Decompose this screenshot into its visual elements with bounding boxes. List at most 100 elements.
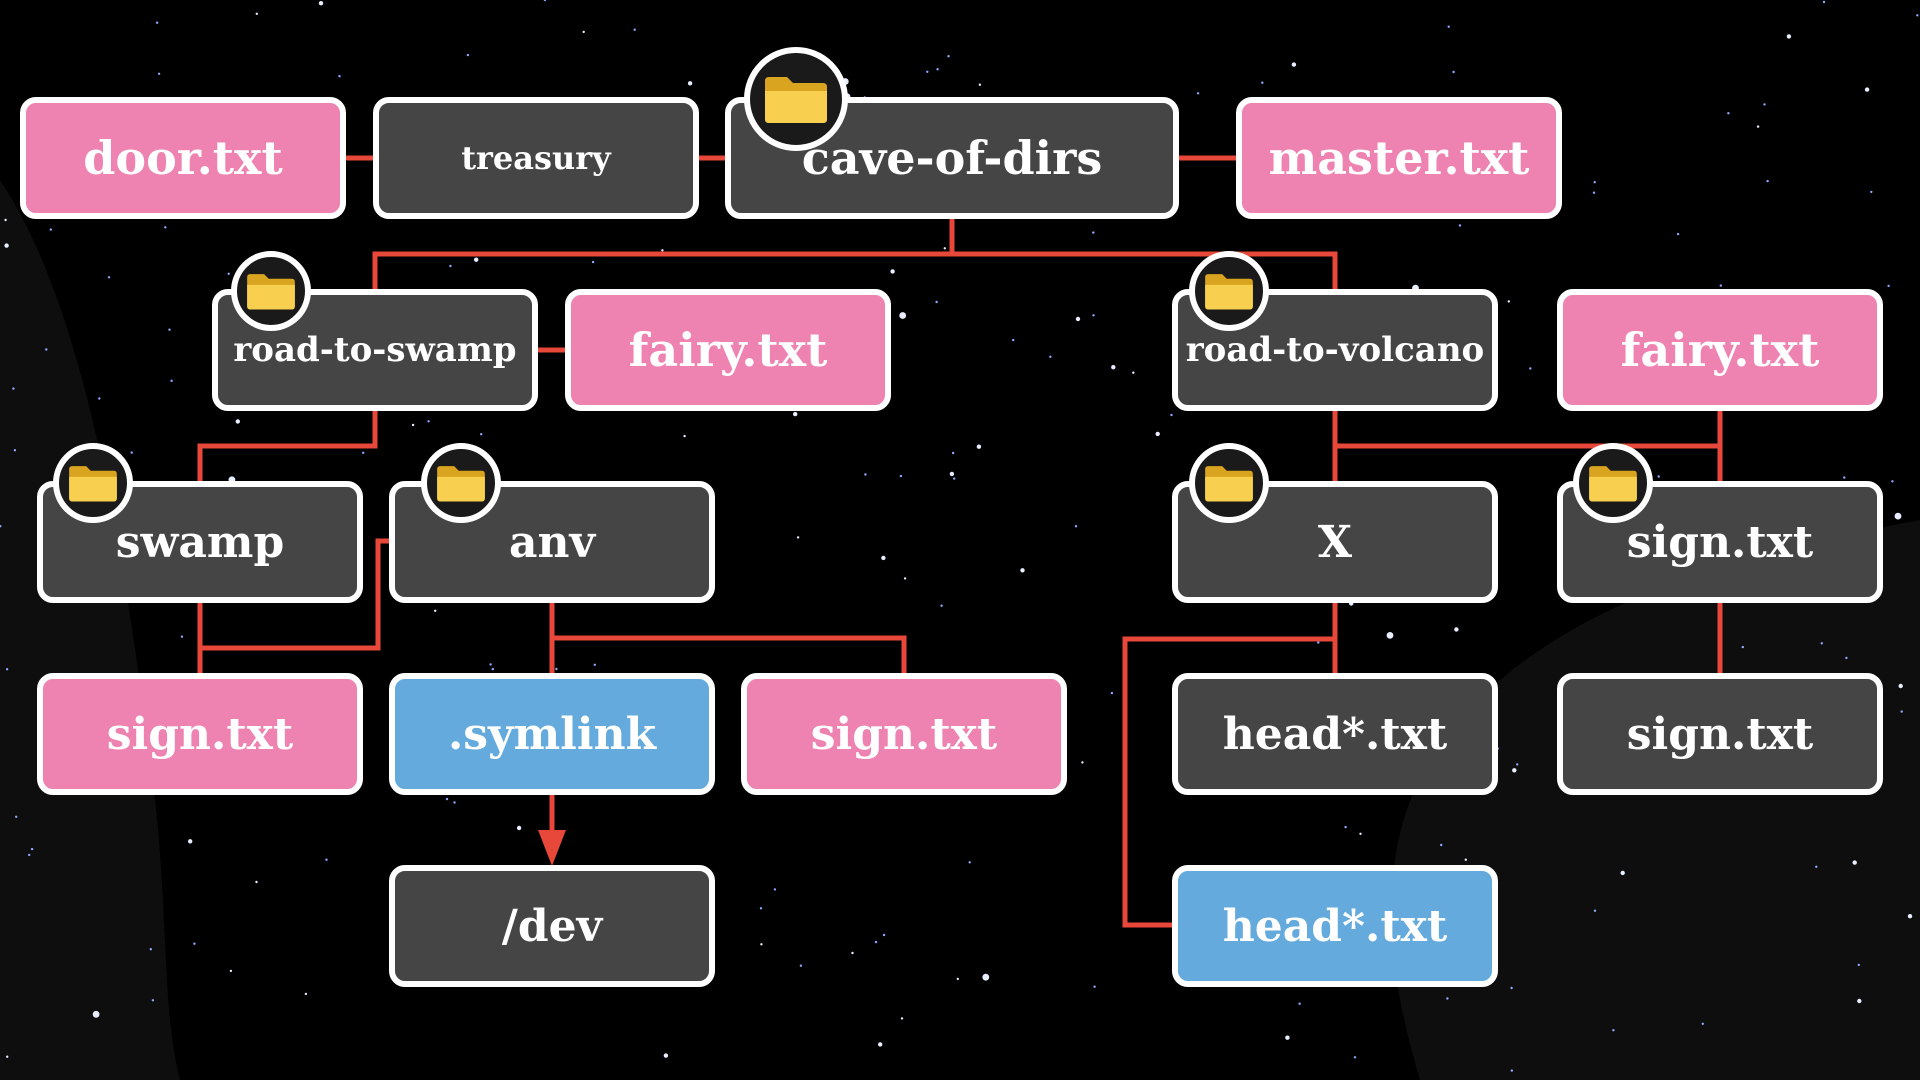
star: [874, 940, 878, 944]
star: [773, 888, 777, 891]
star: [1843, 476, 1846, 479]
star: [1452, 70, 1455, 74]
star: [1359, 832, 1362, 835]
dev-node[interactable]: /dev: [389, 865, 715, 987]
star: [4, 243, 9, 248]
star: [878, 1042, 883, 1047]
star: [1620, 870, 1625, 876]
head-txt-node[interactable]: head*.txt: [1172, 673, 1498, 795]
star: [1020, 568, 1025, 573]
node-label: cave-of-dirs: [801, 131, 1103, 185]
star: [1593, 181, 1596, 184]
symlink-arrowhead: [538, 830, 566, 866]
cave-of-dirs-node[interactable]: cave-of-dirs: [725, 97, 1179, 219]
star: [1822, 0, 1826, 4]
star: [427, 420, 430, 423]
star: [12, 387, 15, 390]
star: [1447, 25, 1450, 28]
star: [1012, 338, 1015, 342]
star: [0, 525, 2, 528]
door-txt-node[interactable]: door.txt: [20, 97, 346, 219]
star: [926, 70, 929, 74]
star: [411, 423, 415, 427]
star: [1727, 112, 1730, 115]
star: [170, 379, 173, 382]
treasury-node[interactable]: treasury: [373, 97, 699, 219]
star: [5, 668, 9, 671]
star: [1074, 525, 1078, 528]
star: [1864, 87, 1870, 92]
star: [1756, 125, 1760, 128]
anv-node[interactable]: anv: [389, 481, 715, 603]
star: [1092, 231, 1095, 234]
star: [1093, 985, 1096, 988]
sign-txt-node[interactable]: sign.txt: [1557, 673, 1883, 795]
star: [978, 83, 982, 86]
master-txt-node[interactable]: master.txt: [1236, 97, 1562, 219]
star: [255, 12, 258, 15]
star: [1887, 284, 1890, 288]
star: [1763, 103, 1766, 106]
head-txt-link-node[interactable]: head*.txt: [1172, 865, 1498, 987]
star: [1870, 190, 1873, 194]
star: [1510, 986, 1513, 990]
node-label: treasury: [461, 139, 611, 177]
star: [760, 943, 763, 946]
star: [13, 449, 17, 452]
node-label: sign.txt: [810, 708, 998, 760]
star: [1701, 1022, 1705, 1025]
node-label: master.txt: [1268, 131, 1530, 185]
star: [453, 801, 456, 804]
star: [882, 933, 886, 937]
sign-txt-node[interactable]: sign.txt: [741, 673, 1067, 795]
star: [1845, 656, 1848, 660]
star: [98, 397, 101, 400]
star: [1766, 179, 1769, 183]
sign-txt-node[interactable]: sign.txt: [37, 673, 363, 795]
star: [1593, 909, 1597, 912]
star: [92, 1010, 100, 1018]
fairy-txt-node[interactable]: fairy.txt: [565, 289, 891, 411]
fairy-txt-node[interactable]: fairy.txt: [1557, 289, 1883, 411]
star: [1353, 1056, 1357, 1059]
star: [1454, 627, 1459, 632]
star: [1815, 865, 1818, 868]
star: [1900, 710, 1903, 713]
star: [1075, 316, 1081, 322]
star: [193, 942, 196, 945]
star: [759, 907, 763, 910]
swamp-node[interactable]: swamp: [37, 481, 363, 603]
star: [1516, 763, 1519, 766]
symlink-node[interactable]: .symlink: [389, 673, 715, 795]
connector: [197, 408, 378, 488]
star: [516, 825, 522, 831]
star: [1852, 860, 1857, 865]
star: [968, 861, 971, 864]
node-label: head*.txt: [1222, 900, 1448, 952]
star: [1092, 314, 1095, 317]
star: [474, 257, 479, 262]
folder-icon: [231, 251, 311, 331]
star: [1592, 191, 1596, 194]
nebula-shadow: [1391, 520, 1920, 1080]
star: [15, 815, 18, 818]
connector: [1335, 408, 1723, 449]
star: [30, 847, 34, 851]
star: [1907, 914, 1913, 919]
star: [255, 880, 258, 884]
star: [890, 269, 895, 274]
star: [951, 451, 955, 455]
star: [1657, 475, 1660, 478]
node-label: /dev: [501, 900, 603, 952]
star: [491, 667, 494, 671]
star: [304, 992, 308, 996]
star: [6, 1055, 9, 1058]
node-label: sign.txt: [1626, 516, 1814, 568]
star: [661, 249, 664, 252]
nebula-shadow: [0, 180, 180, 1080]
star: [449, 264, 452, 268]
star: [935, 300, 938, 304]
connector: [200, 538, 389, 651]
